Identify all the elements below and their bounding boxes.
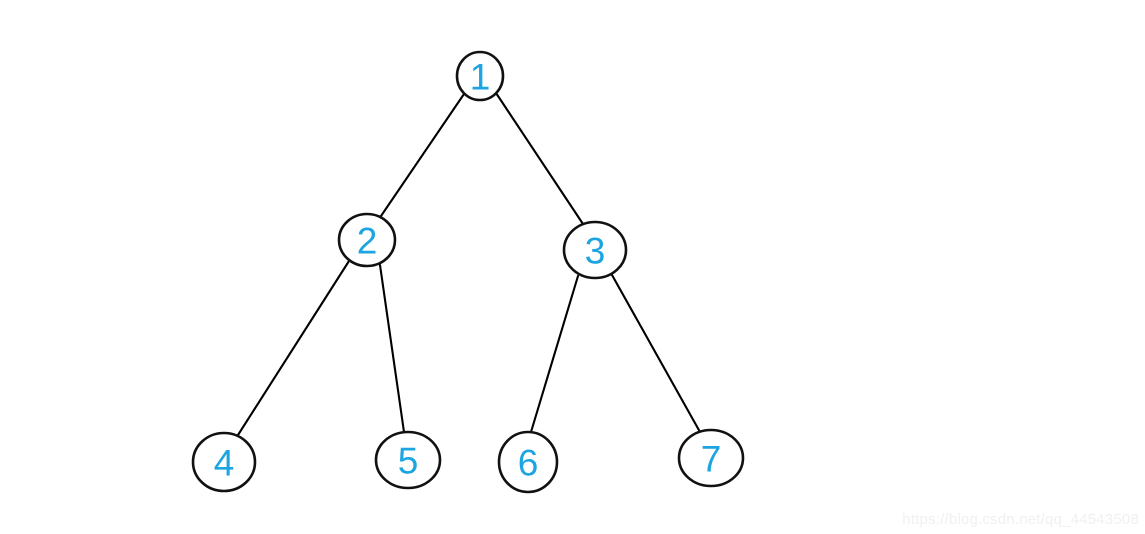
node-label-5: 5 <box>398 441 419 482</box>
watermark: https://blog.csdn.net/qq_44543508 <box>902 511 1139 528</box>
node-label-6: 6 <box>518 443 539 484</box>
tree-node-2[interactable]: 2 <box>337 212 397 268</box>
tree-node-7[interactable]: 7 <box>677 428 745 488</box>
tree-edge-3-6 <box>529 274 580 434</box>
tree-node-5[interactable]: 5 <box>374 430 442 490</box>
node-label-4: 4 <box>214 443 235 484</box>
tree-edge-1-3 <box>494 91 585 226</box>
node-circle-2[interactable] <box>337 212 397 268</box>
node-label-2: 2 <box>357 221 378 262</box>
node-circle-5[interactable] <box>374 430 442 490</box>
node-circle-6[interactable] <box>497 430 559 494</box>
node-circle-7[interactable] <box>677 428 745 488</box>
tree-node-6[interactable]: 6 <box>497 430 559 494</box>
tree-node-4[interactable]: 4 <box>191 431 257 493</box>
edges-group <box>236 91 702 437</box>
tree-node-1[interactable]: 1 <box>455 50 505 102</box>
tree-edge-3-7 <box>610 273 702 434</box>
node-label-1: 1 <box>470 57 491 98</box>
node-circle-3[interactable] <box>562 220 628 280</box>
tree-node-3[interactable]: 3 <box>562 220 628 280</box>
node-label-3: 3 <box>585 231 606 272</box>
node-label-7: 7 <box>701 439 722 480</box>
node-circle-4[interactable] <box>191 431 257 493</box>
tree-edge-2-4 <box>236 259 351 437</box>
tree-edge-2-5 <box>378 263 406 434</box>
nodes-group: 1 2 3 4 5 6 7 <box>191 50 745 494</box>
tree-edge-1-2 <box>379 92 466 218</box>
node-circle-1[interactable] <box>455 50 505 102</box>
